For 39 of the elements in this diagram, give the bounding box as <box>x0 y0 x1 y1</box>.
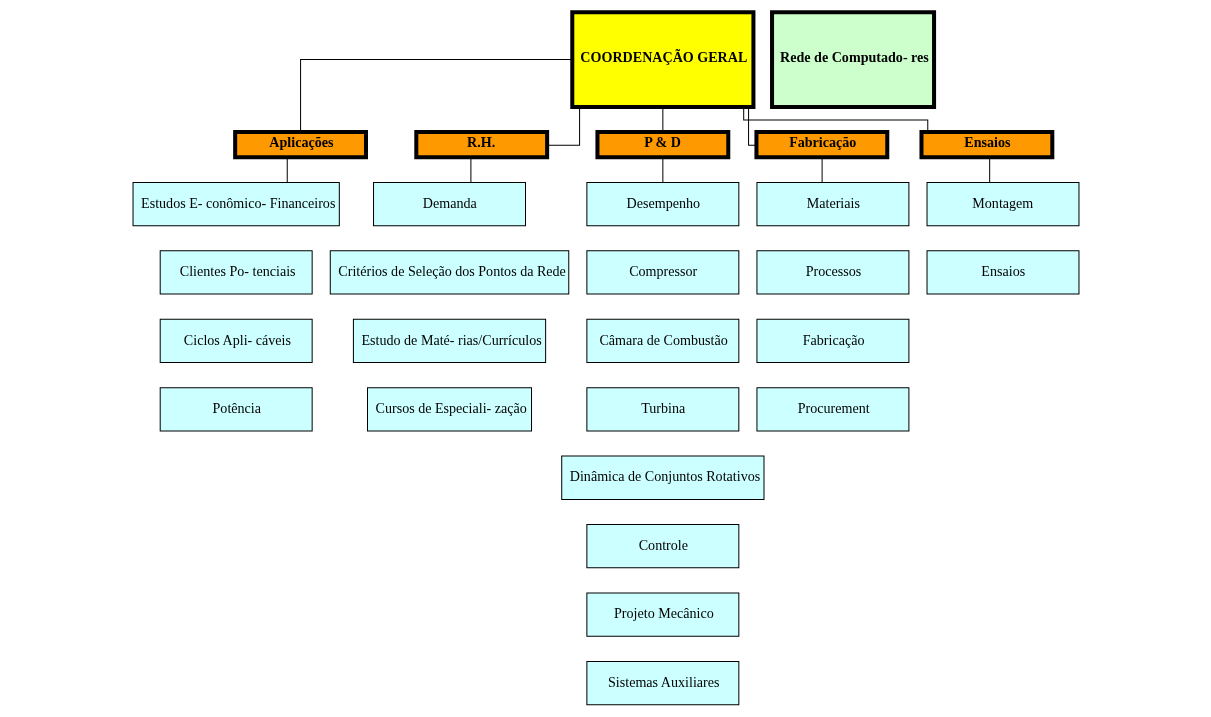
node-box: Dinâmica de Conjuntos Rotativos <box>560 455 764 500</box>
connector <box>742 106 928 133</box>
node-box: Estudos E- conômico- Financeiros <box>132 181 340 227</box>
node-box: Fabricação <box>755 318 909 364</box>
node-box: COORDENAÇÃO GERAL <box>569 10 755 109</box>
connector <box>299 59 572 133</box>
node-box: Desempenho <box>585 181 739 227</box>
node-box: Ensaios <box>918 130 1054 160</box>
node-box: Demanda <box>372 181 526 227</box>
connector <box>988 156 990 183</box>
node-box: Projeto Mecânico <box>585 592 739 637</box>
node-box: Sistemas Auxiliares <box>585 660 739 706</box>
connector <box>546 106 580 146</box>
node-box: Aplicações <box>232 130 368 160</box>
node-box: Ciclos Apli- cáveis <box>159 318 313 364</box>
node-box: Estudo de Maté- rias/Currículos <box>352 318 546 364</box>
connector <box>821 156 823 183</box>
node-box: Compressor <box>585 250 739 295</box>
node-box: Processos <box>755 250 909 295</box>
node-box: Ensaios <box>926 250 1079 295</box>
node-box: Critérios de Seleção dos Pontos da Rede <box>329 250 569 295</box>
connector <box>661 156 663 183</box>
node-box: Controle <box>585 524 739 569</box>
node-box: P & D <box>594 130 730 160</box>
connector <box>469 156 471 183</box>
node-box: Cursos de Especiali- zação <box>366 387 532 432</box>
node-box: R.H. <box>413 130 549 160</box>
connector <box>661 106 663 133</box>
node-box: Rede de Computado- res <box>769 10 936 109</box>
node-box: Clientes Po- tenciais <box>159 250 313 295</box>
connector <box>286 156 288 183</box>
node-box: Materiais <box>755 181 909 227</box>
node-box: Potência <box>159 387 313 432</box>
node-box: Procurement <box>755 387 909 432</box>
node-box: Turbina <box>585 387 739 432</box>
node-box: Câmara de Combustão <box>585 318 739 364</box>
connector <box>747 106 757 146</box>
node-box: Montagem <box>926 181 1079 227</box>
node-box: Fabricação <box>753 130 889 160</box>
